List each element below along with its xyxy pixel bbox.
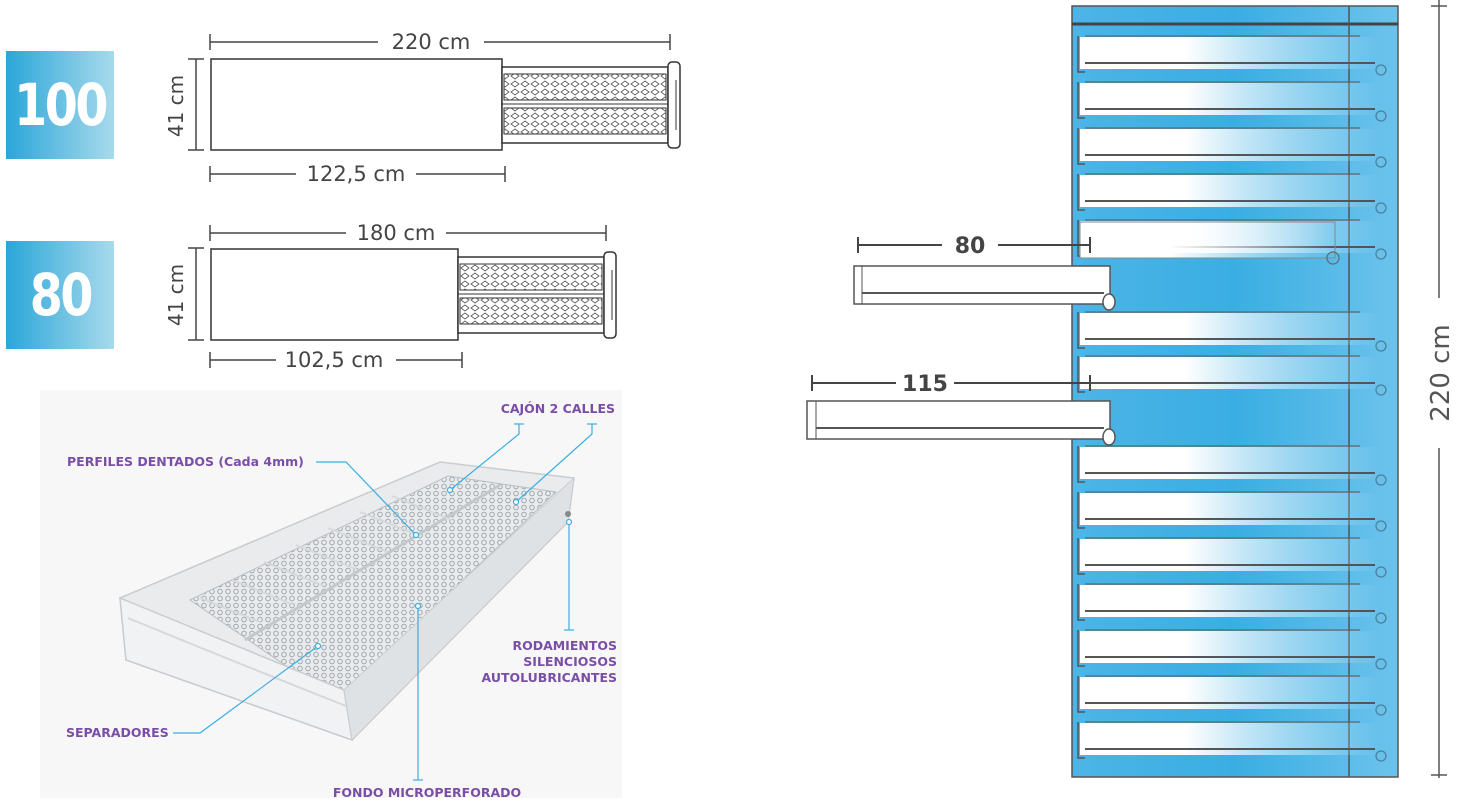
cabinet-drawer-slot bbox=[1077, 445, 1387, 486]
drawer-80-total-width: 180 cm bbox=[357, 221, 436, 245]
badge-80-label: 80 bbox=[29, 261, 93, 329]
cabinet-drawer-slot bbox=[1077, 173, 1387, 214]
cabinet-drawer-slot bbox=[1077, 537, 1387, 578]
extension-115-label: 115 bbox=[902, 372, 948, 397]
cabinet-drawer-slot bbox=[1079, 221, 1340, 265]
drawer-80-body-width: 102,5 cm bbox=[285, 348, 384, 372]
extension-80-label: 80 bbox=[955, 234, 986, 259]
cabinet-drawer-slot bbox=[1077, 355, 1387, 396]
callout-rodamientos-line3: AUTOLUBRICANTES bbox=[482, 670, 617, 685]
cabinet-drawer-slot bbox=[1077, 675, 1387, 716]
drawer-80-depth: 41 cm bbox=[164, 264, 188, 326]
drawer-100-drawing: 220 cm 41 cm 122,5 cm bbox=[164, 30, 681, 186]
callout-cajon-2-calles: CAJÓN 2 CALLES bbox=[501, 401, 615, 416]
cabinet-drawer-slot bbox=[1077, 311, 1387, 352]
cabinet-side-view: 80 115 220 cm bbox=[806, 0, 1456, 778]
badge-80: 80 bbox=[6, 241, 114, 349]
callout-fondo-microperforado: FONDO MICROPERFORADO bbox=[333, 785, 521, 800]
cabinet-drawer-slot bbox=[1077, 583, 1387, 624]
drawer-3d-illustration: CAJÓN 2 CALLES PERFILES DENTADOS (Cada 4… bbox=[40, 390, 622, 800]
drawer-80-drawing: 180 cm 41 cm 102,5 cm bbox=[164, 221, 617, 372]
drawer-100-body-width: 122,5 cm bbox=[307, 162, 406, 186]
cabinet-shelves bbox=[1077, 35, 1387, 762]
badge-100-label: 100 bbox=[14, 71, 108, 139]
callout-separadores: SEPARADORES bbox=[66, 725, 169, 740]
badge-100: 100 bbox=[6, 51, 114, 159]
cabinet-drawer-slot bbox=[1077, 491, 1387, 532]
callout-rodamientos-line2: SILENCIOSOS bbox=[523, 654, 617, 669]
callout-rodamientos-line1: RODAMIENTOS bbox=[512, 638, 617, 653]
callout-perfiles-dentados: PERFILES DENTADOS (Cada 4mm) bbox=[67, 454, 304, 469]
cabinet-drawer-slot bbox=[1077, 127, 1387, 168]
cabinet-drawer-slot bbox=[1077, 721, 1387, 762]
cabinet-drawer-slot bbox=[1077, 35, 1387, 76]
cabinet-drawer-slot bbox=[1077, 629, 1387, 670]
extended-drawer-115 bbox=[806, 400, 1116, 446]
extended-drawer-80 bbox=[853, 265, 1116, 311]
cabinet-height-label: 220 cm bbox=[1426, 324, 1456, 422]
drawer-100-total-width: 220 cm bbox=[392, 30, 471, 54]
cabinet-drawer-slot bbox=[1077, 81, 1387, 122]
drawer-100-depth: 41 cm bbox=[164, 75, 188, 137]
